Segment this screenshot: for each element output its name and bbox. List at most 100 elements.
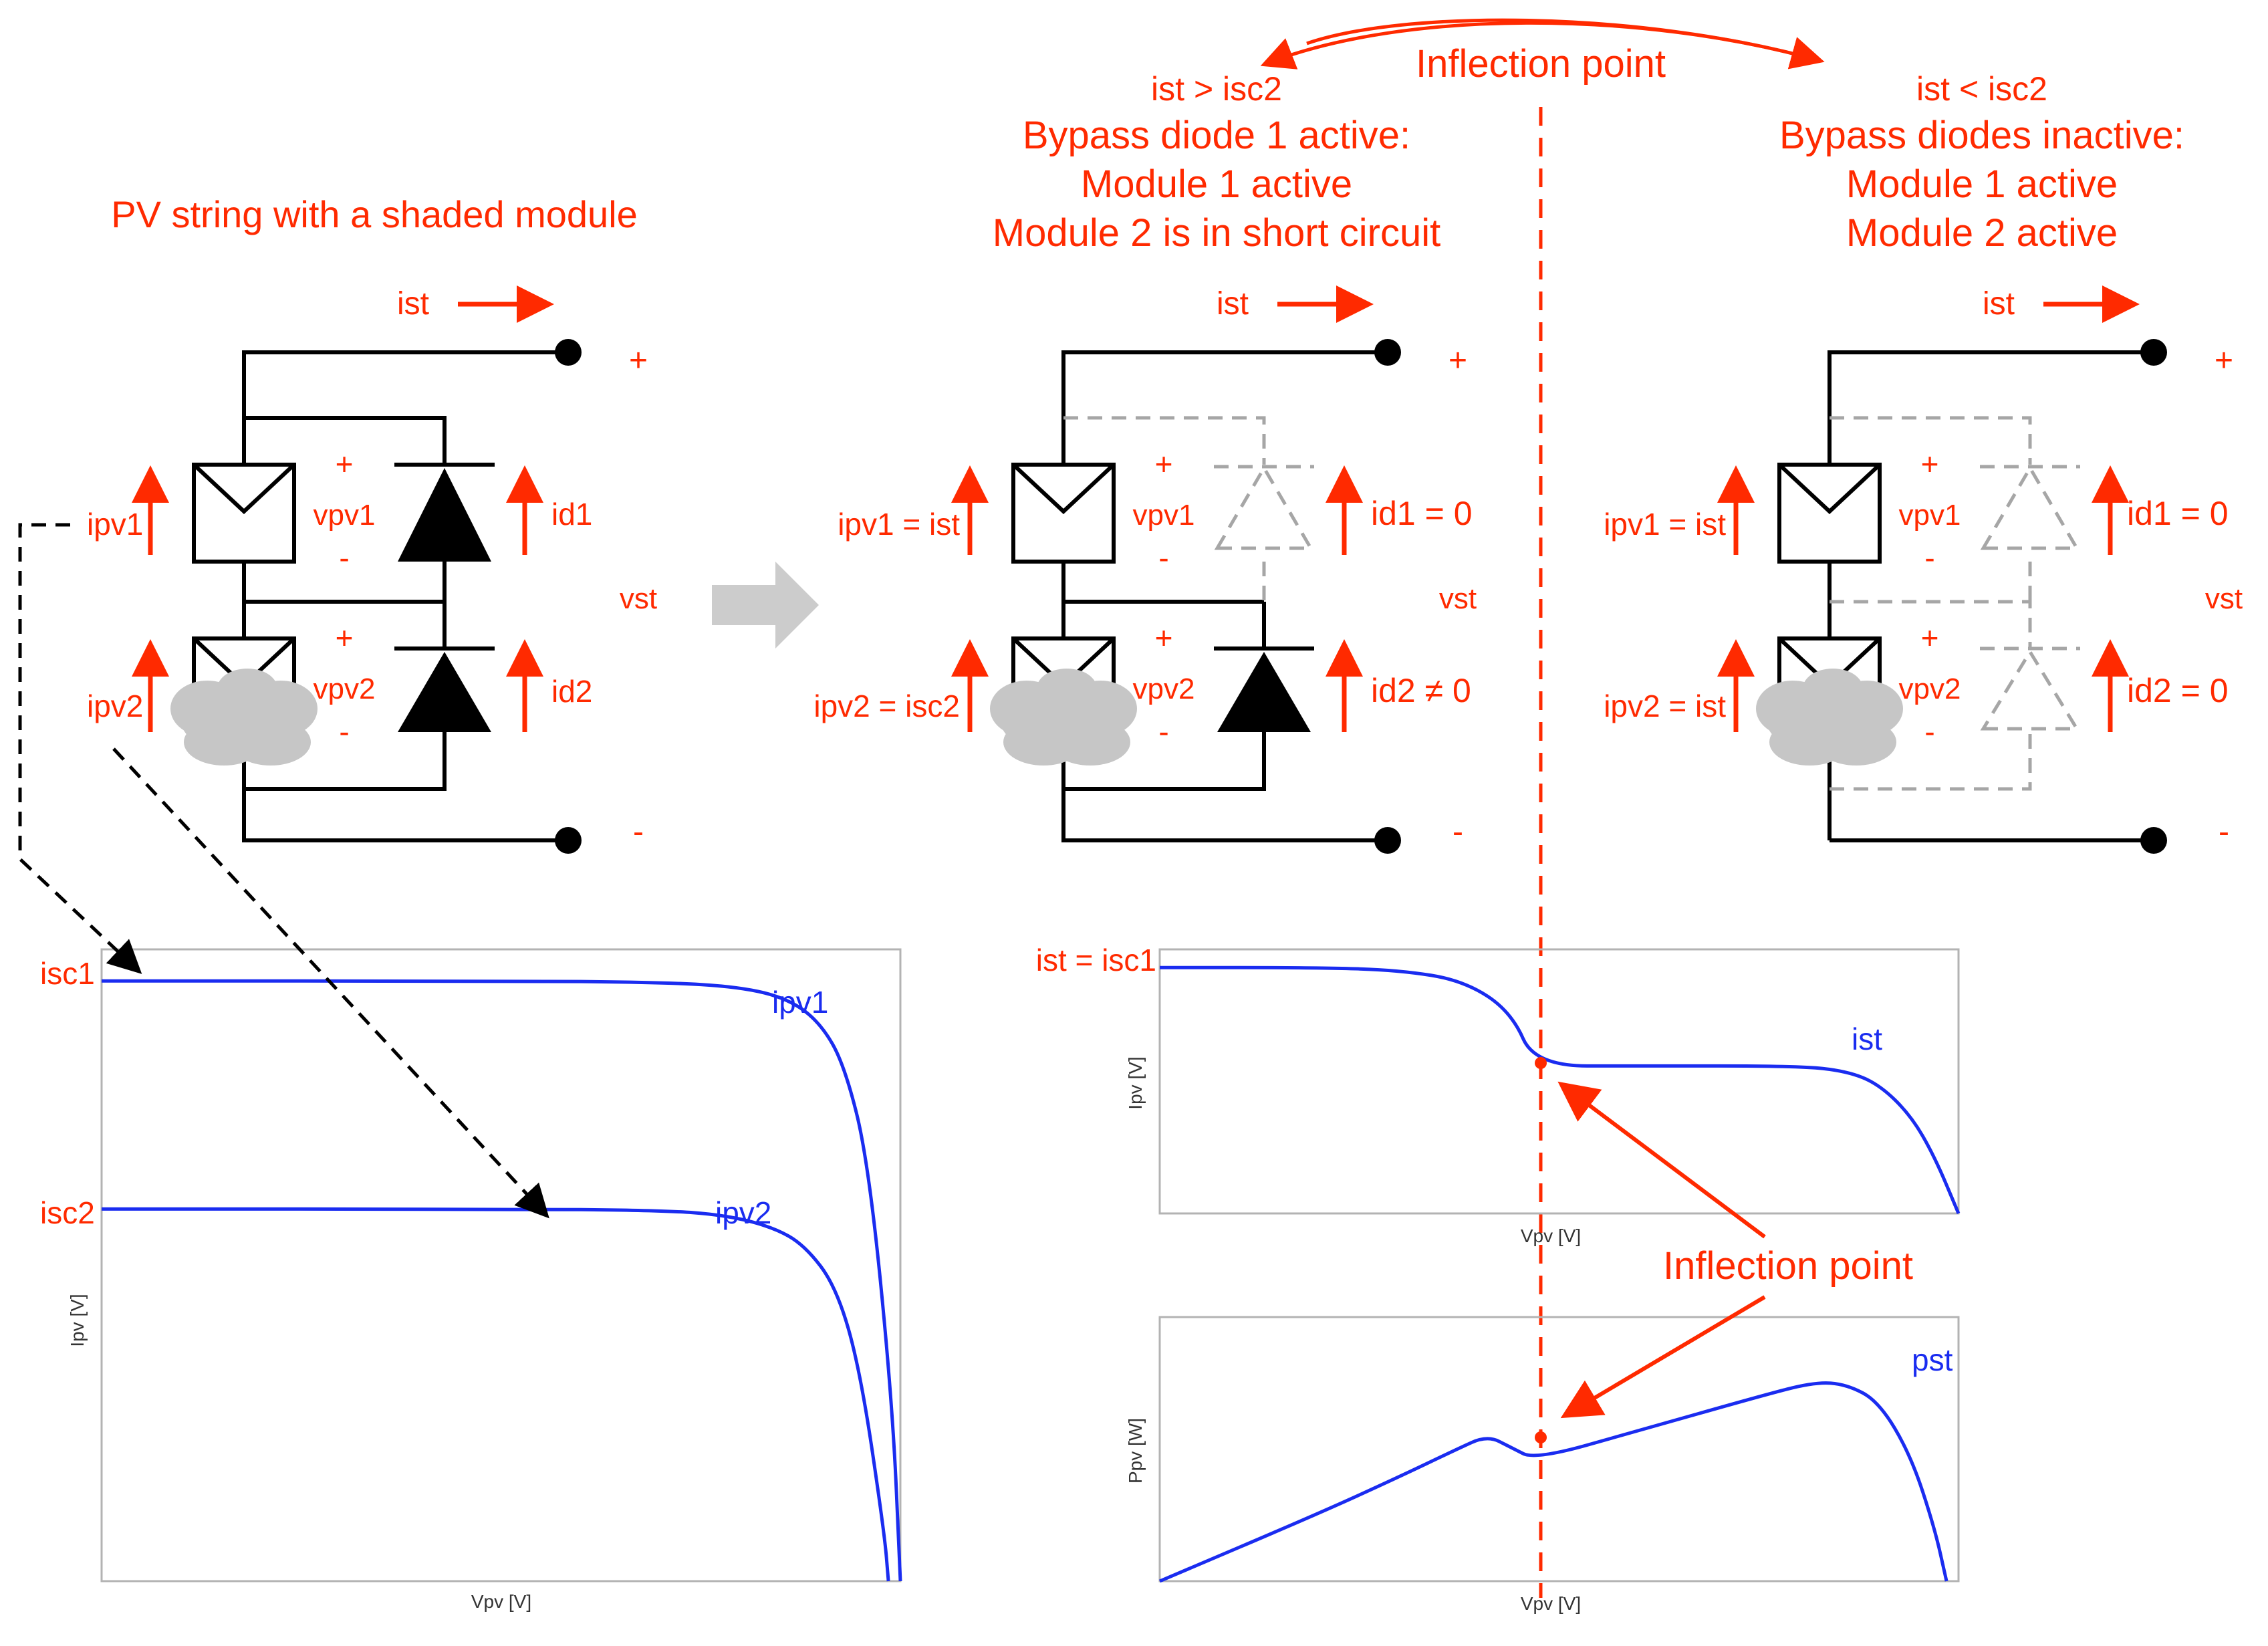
inflection-label-top: Inflection point [1416,42,1666,86]
arrow-to-iv-inflection [1557,1081,1766,1239]
label-vpv1: vpv1 [1133,499,1195,532]
label-minus: - [1453,814,1463,850]
diode-icon [394,463,495,562]
label-ipv1: ipv1 = ist [1604,507,1726,542]
label-minus: - [633,814,644,850]
cloud-icon [1756,669,1903,766]
right-line3: Module 2 active [1846,211,2118,255]
right-line2: Module 1 active [1846,162,2118,206]
diode-icon [1980,465,2080,550]
label-ipv2: ipv2 = isc2 [813,689,960,723]
label-vpv2-plus: + [1921,620,1939,655]
dashed-pointer-ipv2 [112,747,549,1219]
label-vpv1-plus: + [336,447,354,481]
label-ipv2: ipv2 [87,689,143,723]
left-title: PV string with a shaded module [111,193,638,235]
label-vpv1-plus: + [1155,447,1173,481]
series-line-pst [1159,1381,1948,1583]
label-id2: id2 [551,674,592,709]
label-id2: id2 = 0 [2127,672,2229,709]
series-line-ist [1159,965,1961,1214]
dashed-pointer-ipv1 [18,523,142,974]
arrow-to-pv-inflection [1560,1295,1766,1419]
cloud-icon [990,669,1137,766]
y-axis-label: Ppv [W] [1125,1418,1146,1484]
cloud-icon [170,669,318,766]
label-isc2: isc2 [40,1195,95,1230]
middle-condition: ist > isc2 [1151,70,1282,108]
diode-icon [1980,646,2080,731]
label-vpv2: vpv2 [1133,673,1195,705]
inflection-middle: Inflection point [1557,1081,1913,1419]
label-vpv2-minus: - [1158,714,1168,749]
label-vpv1-minus: - [1924,540,1934,575]
label-vpv1-minus: - [1158,540,1168,575]
label-ist: ist [1217,286,1249,322]
diode-icon [394,646,495,732]
series-label-pst: pst [1912,1342,1953,1377]
label-vpv1-plus: + [1921,447,1939,481]
y-axis-label: Ipv [V] [67,1294,88,1346]
label-minus: - [2219,814,2229,850]
label-ist-isc1: ist = isc1 [1036,943,1156,977]
middle-line1: Bypass diode 1 active: [1023,114,1410,157]
chart-series [1159,1381,1948,1583]
label-vst: vst [1439,582,1477,615]
pv-module-1 [192,463,296,564]
x-axis-label: Vpv [V] [1521,1225,1581,1246]
chart-frame [100,948,902,1582]
pv-module-1 [1011,463,1116,564]
inflection-label-middle: Inflection point [1663,1244,1913,1288]
series-label-ipv2: ipv2 [715,1195,771,1230]
label-vst: vst [2205,582,2243,615]
right-arrow-icon [712,562,819,649]
series-label-ipv1: ipv1 [772,985,828,1020]
terminal-minus [1374,827,1401,854]
label-ist: ist [1983,286,2015,322]
label-ist: ist [397,286,429,322]
label-vpv2-minus: - [339,714,349,749]
x-axis-label: Vpv [V] [471,1591,531,1612]
series-label-ist: ist [1852,1022,1882,1056]
terminal-minus [555,827,582,854]
right-iv-chart: ist = isc1 ist Vpv [V] Ipv [V] [1036,943,1961,1246]
chart-frame [1158,948,1960,1215]
chart-series [101,979,902,1582]
inflection-arrow-left [1260,21,1819,70]
label-plus: + [2215,343,2233,378]
label-plus: + [1448,343,1467,378]
label-vpv2-minus: - [1924,714,1934,749]
left-circuit: ist + - ipv1 ipv2 + vpv1 - + vpv2 - id1 … [87,285,657,854]
inflection-point-pv [1535,1431,1547,1443]
inflection-point-iv [1535,1057,1547,1069]
label-ipv1: ipv1 [87,507,143,542]
diode-icon [1214,646,1314,732]
middle-line2: Module 1 active [1081,162,1352,206]
x-axis-label: Vpv [V] [1521,1593,1581,1614]
label-vpv1-minus: - [339,540,349,575]
label-vpv2-plus: + [1155,620,1173,655]
right-line1: Bypass diodes inactive: [1779,114,2184,157]
label-vpv1: vpv1 [1899,499,1961,532]
label-ipv2: ipv2 = ist [1604,689,1726,723]
label-vpv2-plus: + [336,620,354,655]
right-circuit: ist + - ipv1 = ist ipv2 = ist + vpv1 - +… [1604,285,2243,854]
label-ipv1: ipv1 = ist [838,507,960,542]
middle-caption: ist > isc2 Bypass diode 1 active: Module… [993,70,1440,255]
label-isc1: isc1 [40,956,95,991]
label-id1: id1 = 0 [1371,495,1473,532]
label-plus: + [629,343,648,378]
terminal-minus [2140,827,2167,854]
middle-line3: Module 2 is in short circuit [993,211,1440,255]
inflection-top: Inflection point [1260,18,1825,90]
terminal-plus [2140,339,2167,366]
y-axis-label: Ipv [V] [1125,1056,1146,1109]
label-vpv2: vpv2 [313,673,376,705]
label-id2: id2 ≠ 0 [1371,672,1471,709]
right-caption: ist < isc2 Bypass diodes inactive: Modul… [1779,70,2184,255]
chart-frame [1158,1316,1960,1582]
series-line-ipv2 [101,1207,890,1582]
label-vst: vst [620,582,657,615]
terminal-plus [555,339,582,366]
series-line-ipv1 [102,979,902,1582]
